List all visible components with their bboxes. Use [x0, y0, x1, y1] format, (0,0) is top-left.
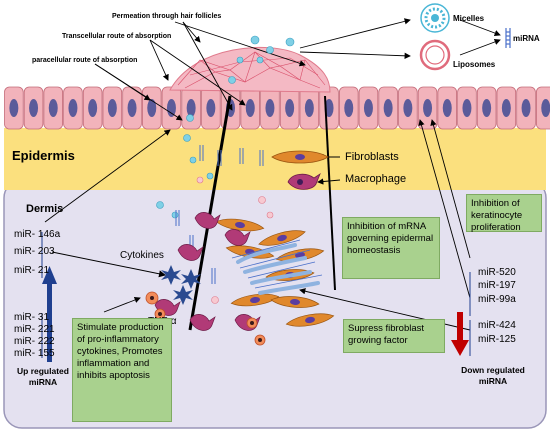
keratinocyte-nucleus [501, 99, 511, 117]
nanoparticles [156, 35, 295, 219]
dermis-fibroblast [270, 296, 320, 308]
route-arrow [174, 21, 306, 67]
macrophage-arrow [317, 178, 341, 185]
transcellular-label: Transcellular route of absorption [62, 33, 172, 40]
up-mirna-item: miR- 221 [14, 324, 55, 335]
liposome-icon [419, 39, 451, 71]
up-mirna-item: miR- 222 [14, 336, 55, 347]
down-regulated-label: Down regulated miRNA [461, 365, 525, 386]
collagen-fibres [231, 239, 323, 289]
dermis-fibroblast [258, 230, 306, 246]
permeation-label: Permeation through hair follicles [112, 13, 222, 20]
keratinocyte-nucleus [107, 99, 117, 117]
fibroblasts-label: Fibroblasts [345, 151, 399, 163]
inhibit-mrna-box: Inhibition of mRNA governing epidermal h… [342, 217, 440, 279]
cytokine-stars [161, 265, 201, 305]
keratinocyte-nucleus [147, 99, 157, 117]
down-mirna-item: miR-125 [478, 334, 516, 345]
keratinocyte-layer [4, 86, 550, 130]
up-mirna-item: miR- 31 [14, 312, 50, 323]
pink-particles [196, 176, 274, 304]
route-arrow [459, 19, 501, 37]
micelle-icon [420, 3, 450, 33]
route-arrow [149, 39, 246, 106]
up-mirna-item: miR- 155 [14, 348, 55, 359]
tnf-arrow [103, 297, 141, 313]
stimulate-box: Stimulate production of pro-inflammatory… [72, 318, 172, 422]
keratinocyte-nucleus [127, 99, 137, 117]
keratinocyte-nucleus [423, 99, 433, 117]
dermis-label: Dermis [26, 203, 64, 215]
collagen-fibres [236, 243, 320, 295]
paracellular-label: paracellular route of absorption [32, 57, 138, 64]
down-mirna-item: miR-424 [478, 320, 516, 331]
keratinocyte-nucleus [29, 99, 39, 117]
up-mirna-item: miR- 203 [14, 246, 55, 257]
supress-box: Supress fibroblast growing factor [343, 319, 445, 353]
downreg-to-cells-arrow [430, 119, 471, 259]
mir203-arrow [51, 251, 166, 278]
route-arrow [299, 51, 411, 59]
liposomes-label: Liposomes [453, 60, 496, 69]
keratinocyte-nucleus [442, 99, 452, 117]
keratinocyte-nucleus [304, 99, 314, 117]
keratinocyte-nucleus [68, 99, 78, 117]
up-regulated-label: Up regulated miRNA [17, 366, 69, 387]
keratinocyte-nucleus [206, 99, 216, 117]
route-arrow [299, 18, 411, 49]
keratinocyte-nucleus [363, 99, 373, 117]
keratinocyte-nucleus [482, 99, 492, 117]
inhibit-keratinocyte-box: Inhibition of keratinocyte proliferation [466, 194, 542, 233]
keratinocyte-nucleus [9, 99, 19, 117]
keratinocyte-nucleus [285, 99, 295, 117]
keratinocyte-nucleus [265, 99, 275, 117]
down-mirna-item: miR-520 [478, 267, 516, 278]
surface-network [177, 51, 326, 89]
hair-follicle-line [188, 95, 232, 331]
mirna-icon [505, 28, 511, 48]
route-arrow [182, 21, 233, 111]
keratinocyte-nucleus [48, 99, 58, 117]
route-arrow [94, 63, 183, 121]
up-regulated-arrow [42, 266, 57, 362]
cytokines-label: Cytokines [120, 250, 164, 261]
keratinocyte-nucleus [245, 99, 255, 117]
keratinocyte-nucleus [403, 99, 413, 117]
keratinocyte-nucleus [88, 99, 98, 117]
route-arrow [459, 38, 501, 56]
micelles-label: Micelles [453, 14, 485, 23]
keratinocyte-nucleus [462, 99, 472, 117]
epidermis-label: Epidermis [12, 148, 75, 163]
hair-follicle-line [324, 95, 336, 291]
down-regulated-arrow [451, 312, 469, 356]
fibroblast-cell [271, 150, 329, 164]
down-mirna-item: miR-197 [478, 280, 516, 291]
route-arrow [182, 21, 201, 43]
macrophage-cell [287, 172, 321, 190]
keratinocyte-nucleus [186, 99, 196, 117]
keratinocyte-nucleus [521, 99, 531, 117]
down-mirna-item: miR-99a [478, 294, 516, 305]
downreg-to-cells-arrow [418, 119, 471, 299]
up-mirna-item: miR- 21 [14, 265, 50, 276]
keratinocyte-nucleus [344, 99, 354, 117]
up-mirna-item: miR- 146a [14, 229, 61, 240]
dermis-fibroblast [230, 293, 280, 307]
route-arrow [149, 39, 169, 81]
dermis-fibroblast [285, 313, 335, 327]
mirna-carrier-label: miRNA [513, 34, 540, 43]
keratinocyte-nucleus [541, 99, 550, 117]
keratinocyte-nucleus [166, 99, 176, 117]
keratinocyte-nucleus [383, 99, 393, 117]
macrophage-label: Macrophage [345, 173, 407, 185]
dermis-fibroblast [215, 218, 265, 232]
upreg-to-epidermis-arrow [44, 129, 171, 223]
